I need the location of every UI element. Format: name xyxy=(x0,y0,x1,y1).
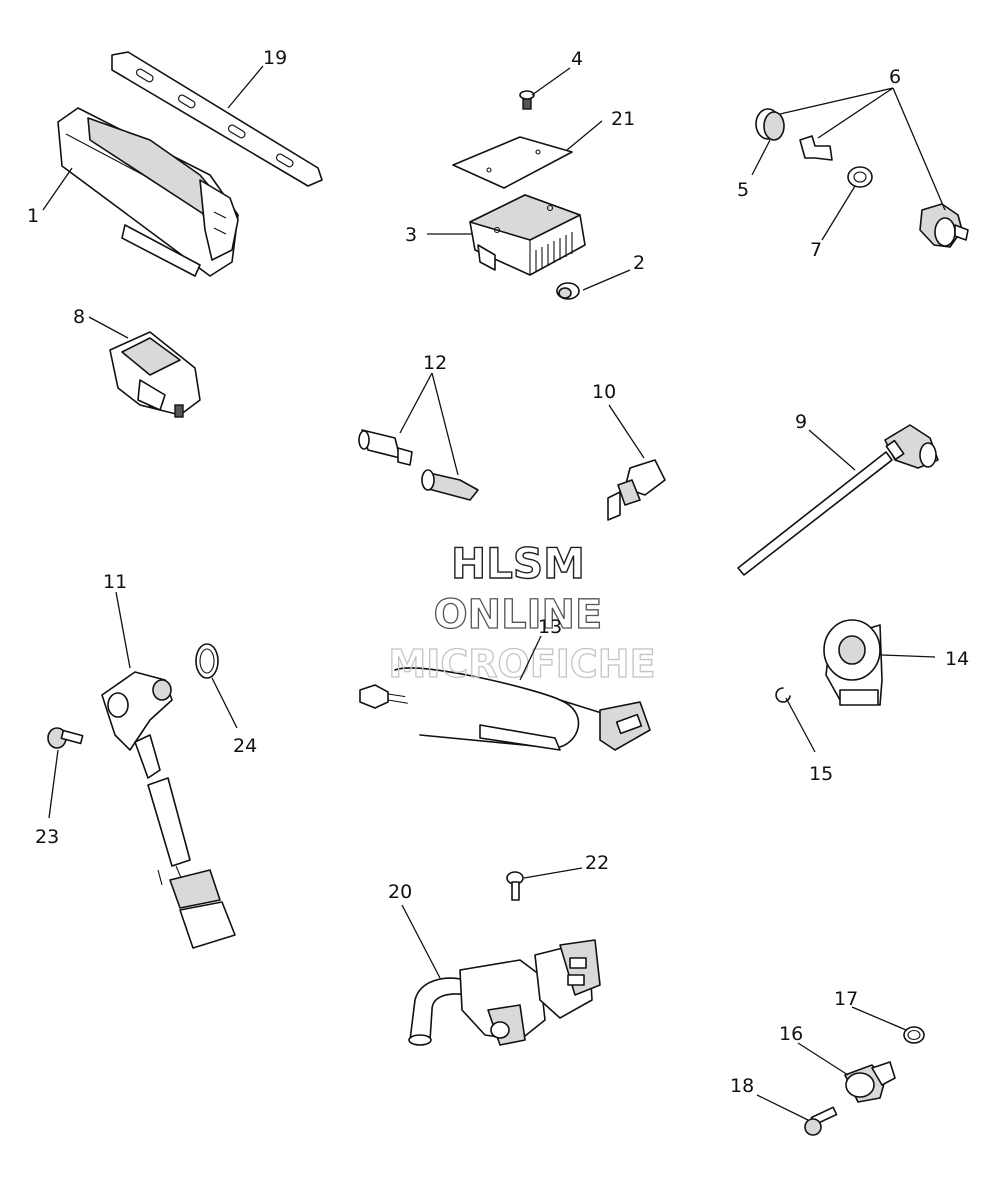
callout-21: 21 xyxy=(611,108,635,130)
watermark-line-1: HLSM xyxy=(451,539,585,588)
callout-9: 9 xyxy=(795,411,807,433)
part-20-valve-assembly[interactable] xyxy=(408,939,601,1046)
part-2-grommet[interactable] xyxy=(556,282,580,300)
part-18-bolt[interactable] xyxy=(804,1106,838,1136)
watermark-line-3: MICROFICHE xyxy=(388,642,655,686)
part-12-caps[interactable] xyxy=(358,429,479,501)
part-11-throttle-position-sensor[interactable] xyxy=(101,671,236,949)
callout-6: 6 xyxy=(889,66,901,88)
callout-8: 8 xyxy=(73,306,85,328)
callout-4: 4 xyxy=(571,48,583,70)
watermark: HLSM ONLINE MICROFICHE xyxy=(388,538,656,686)
callout-2: 2 xyxy=(633,252,645,274)
callout-20: 20 xyxy=(388,881,412,903)
callout-22: 22 xyxy=(585,852,609,874)
part-1-ecu[interactable] xyxy=(57,107,239,277)
callout-labels: 1 2 3 4 5 6 7 8 9 10 11 12 13 14 15 16 1… xyxy=(27,47,969,1097)
callout-5: 5 xyxy=(737,179,749,201)
part-17-o-ring[interactable] xyxy=(903,1026,925,1044)
callout-13: 13 xyxy=(538,616,562,638)
callout-7: 7 xyxy=(810,239,822,261)
callout-10: 10 xyxy=(592,381,616,403)
part-13-harness[interactable] xyxy=(359,667,651,751)
part-10-temp-sensor[interactable] xyxy=(607,459,666,521)
watermark-line-2: ONLINE xyxy=(434,592,603,638)
callout-11: 11 xyxy=(103,571,127,593)
callout-24: 24 xyxy=(233,735,257,757)
leader-lines xyxy=(42,65,946,1121)
callout-18: 18 xyxy=(730,1075,754,1097)
part-3-regulator[interactable] xyxy=(469,194,586,276)
callout-19: 19 xyxy=(263,47,287,69)
callout-14: 14 xyxy=(945,648,969,670)
callout-3: 3 xyxy=(405,224,417,246)
callout-23: 23 xyxy=(35,826,59,848)
part-14-knock-sensor[interactable] xyxy=(823,619,883,706)
part-4-screw[interactable] xyxy=(519,90,535,110)
part-19-bracket[interactable] xyxy=(111,51,323,187)
part-7-washer[interactable] xyxy=(847,166,873,188)
callout-1: 1 xyxy=(27,205,39,227)
callout-16: 16 xyxy=(779,1023,803,1045)
part-22-screw[interactable] xyxy=(506,871,524,901)
part-9-rod-sensor[interactable] xyxy=(737,424,939,576)
callout-17: 17 xyxy=(834,988,858,1010)
callout-15: 15 xyxy=(809,763,833,785)
part-3-fins xyxy=(535,232,573,272)
part-6-assembly[interactable] xyxy=(755,108,969,248)
part-23-bolt[interactable] xyxy=(47,727,84,749)
part-15-clip[interactable] xyxy=(775,687,791,703)
part-8-map-sensor[interactable] xyxy=(109,331,201,418)
part-16-sensor[interactable] xyxy=(844,1061,896,1103)
part-21-gasket[interactable] xyxy=(452,136,573,189)
part-24-o-ring[interactable] xyxy=(195,643,219,679)
callout-12: 12 xyxy=(423,352,447,374)
